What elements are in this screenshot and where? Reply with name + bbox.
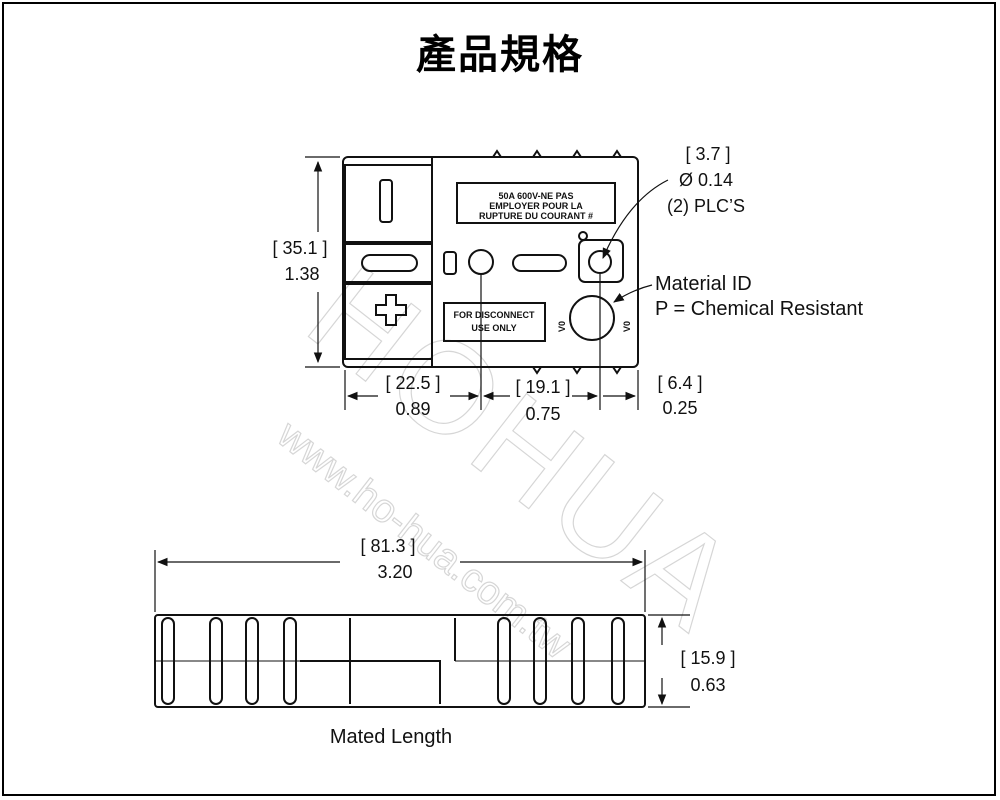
housing-label-line2: EMPLOYER POUR LA (489, 201, 583, 211)
hole-qty: (2) PLC’S (667, 196, 745, 216)
height-dim-mm: [ 35.1 ] (272, 238, 327, 258)
right-offset-mm: [ 6.4 ] (657, 373, 702, 393)
disconnect-label-line2: USE ONLY (471, 323, 516, 333)
housing-label-line3: RUPTURE DU COURANT # (479, 211, 593, 221)
connector-top-view (342, 149, 639, 375)
disconnect-label: FOR DISCONNECT USE ONLY (454, 310, 536, 333)
hole-spacing-in: 0.75 (525, 404, 560, 424)
thickness-in: 0.63 (690, 675, 725, 695)
page-title: 產品規格 (416, 32, 584, 78)
disconnect-label-line1: FOR DISCONNECT (454, 310, 536, 320)
height-dimension (305, 156, 340, 368)
v0-mark-right: V0 (622, 321, 632, 332)
housing-label-line1: 50A 600V-NE PAS (498, 191, 573, 201)
hole-callout-leader (602, 179, 669, 259)
material-id-line2: P = Chemical Resistant (655, 298, 864, 320)
hole-dim-in: Ø 0.14 (679, 170, 733, 190)
mated-length-mm: [ 81.3 ] (360, 536, 415, 556)
thickness-dimension (648, 614, 690, 708)
height-dim-in: 1.38 (284, 264, 319, 284)
mated-length-caption: Mated Length (330, 726, 452, 748)
left-offset-in: 0.89 (395, 399, 430, 419)
thickness-mm: [ 15.9 ] (680, 648, 735, 668)
bottom-dimension-chain (344, 274, 639, 410)
connector-side-view (154, 614, 646, 708)
material-id-line1: Material ID (655, 273, 752, 295)
mated-length-in: 3.20 (377, 562, 412, 582)
left-offset-mm: [ 22.5 ] (385, 373, 440, 393)
housing-label: 50A 600V-NE PAS EMPLOYER POUR LA RUPTURE… (479, 191, 593, 221)
mated-length-dimension (154, 550, 646, 612)
hole-spacing-mm: [ 19.1 ] (515, 377, 570, 397)
hole-dim-mm: [ 3.7 ] (685, 144, 730, 164)
material-id-leader (613, 284, 653, 303)
v0-mark-left: V0 (557, 321, 567, 332)
right-offset-in: 0.25 (662, 398, 697, 418)
